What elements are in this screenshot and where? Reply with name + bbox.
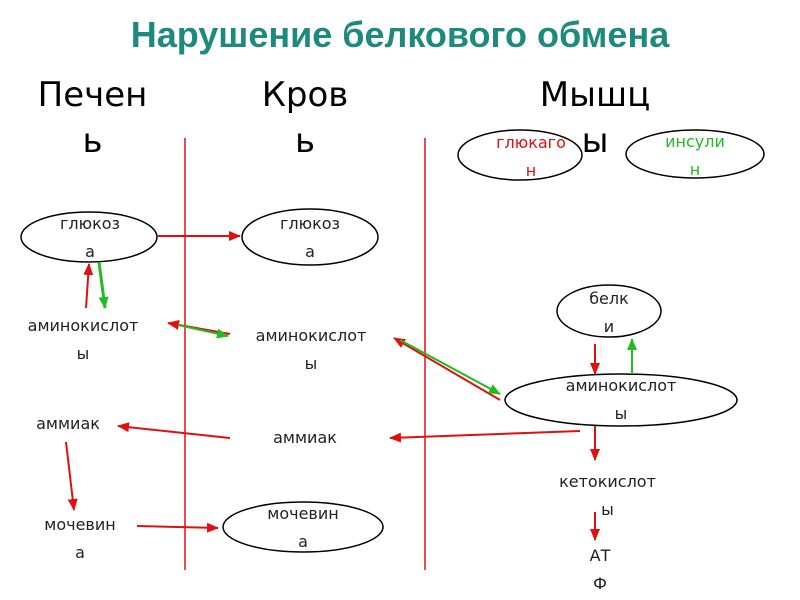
label-liver-glucose-line2: а	[85, 242, 95, 261]
label-liver-glucose-line1: глюкоз	[59, 214, 121, 233]
label-liver-amino: аминокислот ы	[8, 312, 158, 368]
label-liver-ammonia-text: аммиак	[36, 414, 100, 433]
arrow-amino-blood-to-liver	[167, 319, 231, 335]
column-header-muscle: Мышц ы	[520, 72, 670, 164]
label-proteins: белк и	[569, 285, 649, 341]
label-blood-amino-line2: ы	[304, 354, 318, 373]
ellipse-blood-glucose	[241, 208, 379, 266]
ellipse-glucagon	[457, 129, 583, 181]
label-atp-line2: Ф	[593, 574, 607, 593]
column-header-liver-line2: ь	[82, 121, 103, 161]
ellipse-blood-urea	[222, 501, 384, 553]
arrow-amino-to-glucose-liver	[83, 263, 94, 309]
ellipse-muscle-amino	[504, 373, 738, 427]
label-insulin-line2: н	[689, 160, 701, 179]
arrow-amino-blood-to-muscle	[399, 339, 501, 395]
label-proteins-line2: и	[603, 317, 615, 336]
label-blood-ammonia-text: аммиак	[273, 428, 337, 447]
label-ketoacids: кетокислот ы	[545, 468, 670, 524]
column-header-liver: Печен ь	[30, 72, 155, 164]
arrow-ammonia-muscle-to-blood	[389, 430, 581, 443]
label-blood-glucose: глюкоз а	[260, 210, 360, 266]
label-ketoacids-line1: кетокислот	[559, 472, 656, 491]
label-atp-line1: АТ	[589, 546, 611, 565]
page-title: Нарушение белкового обмена	[130, 14, 670, 55]
label-ketoacids-line2: ы	[601, 500, 614, 519]
label-glucagon-line1: глюкаго	[496, 133, 566, 152]
arrow-urea-liver-to-blood	[136, 522, 219, 533]
label-muscle-amino-line1: аминокислот	[565, 376, 677, 395]
label-liver-urea: мочевин а	[25, 511, 135, 567]
label-glucagon: глюкаго н	[478, 129, 584, 185]
column-header-blood: Кров ь	[245, 72, 365, 164]
column-header-blood-line1: Кров	[261, 75, 349, 115]
label-muscle-amino-line2: ы	[614, 404, 628, 423]
label-blood-glucose-line1: глюкоз	[279, 214, 341, 233]
column-header-blood-line2: ь	[294, 121, 316, 161]
label-blood-glucose-line2: а	[305, 242, 315, 261]
label-insulin-line1: инсули	[665, 132, 725, 151]
label-blood-ammonia: аммиак	[255, 424, 355, 452]
label-liver-urea-line1: мочевин	[44, 515, 116, 534]
label-glucagon-line2: н	[525, 161, 537, 180]
label-liver-ammonia: аммиак	[18, 410, 118, 438]
ellipse-liver-glucose	[20, 211, 158, 263]
arrow-amino-liver-to-blood	[177, 324, 229, 339]
label-blood-amino-line1: аминокислот	[255, 326, 367, 345]
label-liver-amino-line1: аминокислот	[27, 316, 139, 335]
label-blood-urea-line1: мочевин	[267, 504, 339, 523]
ellipse-insulin	[625, 129, 765, 179]
label-insulin: инсули н	[642, 128, 748, 184]
column-header-liver-line1: Печен	[37, 75, 148, 115]
label-liver-urea-line2: а	[75, 543, 85, 562]
label-liver-glucose: глюкоз а	[40, 210, 140, 266]
ellipse-proteins	[556, 284, 662, 338]
label-liver-amino-line2: ы	[76, 344, 90, 363]
arrow-glucose-to-amino-liver	[97, 261, 109, 309]
arrow-amino-muscle-to-blood	[393, 337, 501, 401]
label-proteins-line1: белк	[589, 289, 629, 308]
arrow-ammonia-to-urea	[65, 441, 78, 511]
column-header-muscle-line2: ы	[581, 121, 609, 161]
label-muscle-amino: аминокислот ы	[546, 372, 696, 428]
label-blood-urea: мочевин а	[248, 500, 358, 556]
arrow-ammonia-blood-to-liver	[117, 422, 231, 439]
label-blood-amino: аминокислот ы	[236, 322, 386, 378]
label-blood-urea-line2: а	[298, 532, 308, 551]
column-header-muscle-line1: Мышц	[539, 75, 651, 115]
label-atp: АТ Ф	[570, 542, 630, 598]
